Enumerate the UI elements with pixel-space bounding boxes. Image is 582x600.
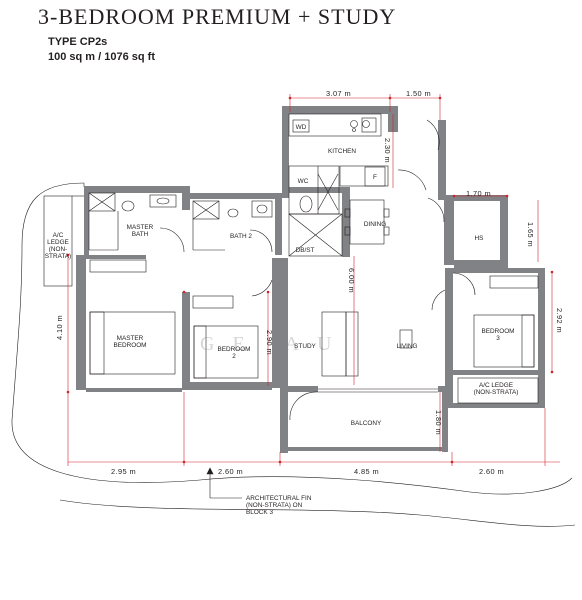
dining-label: DINING	[364, 221, 386, 228]
living-label: LIVING	[397, 343, 418, 350]
dim-bedroom2-vertical: 2.90 m	[265, 330, 274, 355]
dim-hs-height: 1.65 m	[526, 222, 535, 247]
balcony-label: BALCONY	[351, 420, 382, 427]
hs-label: HS	[475, 235, 484, 242]
annotation-line-1: ARCHITECTURAL FIN	[246, 495, 312, 502]
wd-label: WD	[296, 124, 307, 131]
dim-living-vertical: 6.00 m	[347, 268, 356, 293]
master-bath-label-1: MASTER	[127, 224, 154, 231]
master-bath-label-2: BATH	[132, 231, 149, 238]
dimension-lines	[67, 94, 560, 466]
architectural-fin-note: ARCHITECTURAL FIN (NON-STRATA) ON BLOCK …	[246, 495, 312, 516]
dim-hs-width: 1.70 m	[466, 189, 491, 198]
page-title: 3-BEDROOM PREMIUM + STUDY	[38, 4, 397, 29]
dim-bottom-4: 2.60 m	[479, 467, 504, 476]
ac-ledge-left-label-4: STRATA)	[45, 253, 71, 260]
dim-master-vertical: 4.10 m	[55, 315, 64, 340]
ac-ledge-left-label-1: A/C	[53, 232, 64, 239]
ac-ledge-right-label-1: A/C LEDGE	[479, 382, 513, 389]
bedroom2-label-1: BEDROOM	[217, 346, 250, 353]
master-bedroom-label-2: BEDROOM	[113, 342, 146, 349]
dim-kitchen-vertical: 2.30 m	[383, 138, 392, 163]
bath2-label: BATH 2	[230, 233, 252, 240]
plan-linework	[43, 113, 539, 499]
unit-area-label: 100 sq m / 1076 sq ft	[48, 51, 155, 63]
bedroom2-label-2: 2	[232, 353, 236, 360]
annotation-line-2: (NON-STRATA) ON	[246, 502, 303, 509]
db-st-label: DB/ST	[296, 247, 315, 254]
master-bedroom-label-1: MASTER	[117, 335, 144, 342]
room-labels: A/C LEDGE (NON- STRATA) MASTER BATH BATH…	[45, 124, 519, 427]
dimension-ticks	[66, 96, 554, 464]
ac-ledge-left-label-3: (NON-	[49, 246, 67, 253]
watermark: GE AU	[200, 333, 349, 355]
study-label: STUDY	[294, 343, 316, 350]
fridge-label: F	[373, 174, 377, 181]
dim-top-right: 1.50 m	[406, 89, 431, 98]
dimension-labels: 3.07 m 1.50 m 2.30 m 1.70 m 1.65 m 6.00 …	[55, 89, 564, 476]
dim-balcony-vertical: 1.80 m	[434, 410, 443, 435]
annotation-line-3: BLOCK 3	[246, 509, 273, 516]
ac-ledge-left-label-2: LEDGE	[47, 239, 69, 246]
ac-ledge-right-label-2: (NON-STRATA)	[474, 389, 519, 396]
wc-label: WC	[298, 178, 309, 185]
bedroom3-label-1: BEDROOM	[481, 328, 514, 335]
dim-bedroom3-vertical: 2.92 m	[555, 308, 564, 333]
dim-bottom-2: 2.60 m	[218, 467, 243, 476]
walls	[76, 106, 545, 453]
dim-bottom-1: 2.95 m	[111, 467, 136, 476]
dim-bottom-3: 4.85 m	[354, 467, 379, 476]
kitchen-label: KITCHEN	[328, 148, 356, 155]
bedroom3-label-2: 3	[496, 335, 500, 342]
dim-top-kitchen: 3.07 m	[326, 89, 351, 98]
unit-type-label: TYPE CP2s	[48, 36, 108, 48]
